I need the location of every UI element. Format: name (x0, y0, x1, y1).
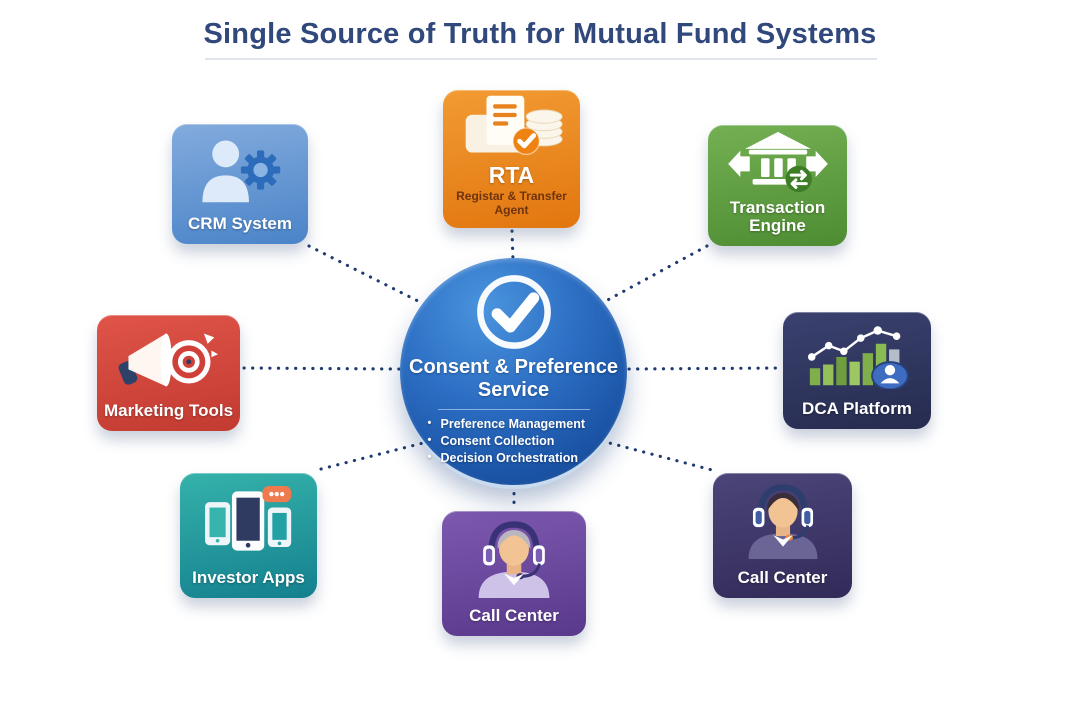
node-call-center-bottom: Call Center (442, 511, 586, 636)
hub-bullet: Consent Collection (425, 433, 603, 450)
connector-rta (510, 229, 515, 262)
node-label: Transaction Engine (729, 197, 826, 236)
hub-bullet: Decision Orchestration (425, 450, 603, 467)
growth-chart-icon (783, 312, 931, 400)
node-label: Call Center (469, 606, 559, 626)
connector-investor (319, 439, 433, 471)
mobile-devices-icon (180, 473, 317, 569)
node-label: Investor Apps (192, 568, 305, 588)
node-label: DCA Platform (802, 399, 912, 419)
support-agent-icon (713, 473, 852, 569)
connector-transaction (602, 244, 709, 304)
node-investor-apps: Investor Apps (180, 473, 317, 598)
consent-preference-service-hub: Consent & Preference Service Preference … (400, 258, 627, 485)
node-rta: RTA Registar & Transfer Agent (443, 90, 580, 228)
node-sublabel: Registar & Transfer Agent (456, 189, 567, 218)
user-gear-icon (172, 124, 308, 215)
node-crm-system: CRM System (172, 124, 308, 244)
hub-capability-list: Preference Management Consent Collection… (425, 416, 603, 467)
connector-marketing (242, 366, 401, 371)
node-transaction-engine: Transaction Engine (708, 125, 847, 246)
connector-call-right (600, 439, 714, 472)
title-underline (205, 58, 877, 60)
megaphone-target-icon (97, 315, 240, 402)
hub-title: Consent & Preference Service (409, 356, 618, 401)
node-call-center-right: Call Center (713, 473, 852, 598)
node-label: CRM System (188, 214, 292, 234)
connector-dca (627, 366, 782, 371)
page-title: Single Source of Truth for Mutual Fund S… (203, 18, 877, 50)
support-agent-icon (442, 511, 586, 607)
connector-crm (307, 244, 422, 304)
node-dca-platform: DCA Platform (783, 312, 931, 429)
node-label: RTA (488, 162, 535, 189)
checkmark-icon (476, 275, 551, 349)
hub-bullet: Preference Management (425, 416, 603, 433)
documents-coins-check-icon (443, 90, 580, 164)
node-marketing-tools: Marketing Tools (97, 315, 240, 431)
hub-divider (437, 409, 590, 410)
node-label: Call Center (737, 568, 828, 588)
node-label: Marketing Tools (103, 401, 234, 421)
bank-transfer-icon (708, 125, 847, 199)
